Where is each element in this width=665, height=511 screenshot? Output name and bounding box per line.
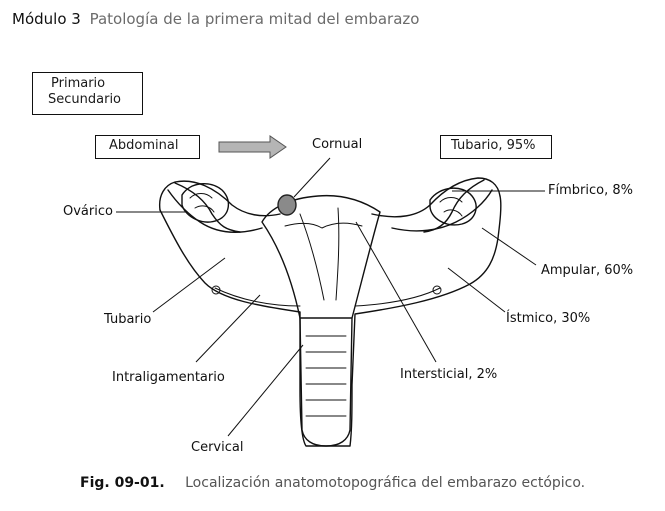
leader-intraligamentario xyxy=(196,295,260,362)
label-cervical: Cervical xyxy=(191,440,243,455)
abdominal-label: Abdominal xyxy=(109,138,178,153)
right-ovary xyxy=(430,188,476,225)
leader-tubario xyxy=(153,258,225,312)
direction-arrow xyxy=(219,136,286,158)
label-ovarico: Ovárico xyxy=(63,204,113,219)
label-fimbrico: Fímbrico, 8% xyxy=(548,183,633,198)
label-cornual: Cornual xyxy=(312,137,362,152)
label-tubario: Tubario xyxy=(104,312,151,327)
label-ampular: Ampular, 60% xyxy=(541,263,633,278)
figure-caption-text: Localización anatomotopográfica del emba… xyxy=(185,475,585,491)
tubario-total-label: Tubario, 95% xyxy=(451,138,536,153)
leader-ampular xyxy=(482,228,536,265)
label-intraligamentario: Intraligamentario xyxy=(112,370,225,385)
leader-cervical xyxy=(228,345,303,436)
legend-secondary: Secundario xyxy=(48,92,142,108)
label-intersticial: Intersticial, 2% xyxy=(400,367,497,382)
tubario-total-box: Tubario, 95% xyxy=(440,135,552,159)
figure-caption: Fig. 09-01. Localización anatomotopográf… xyxy=(80,475,585,491)
anatomy-drawing xyxy=(160,178,501,446)
broad-ligament xyxy=(160,196,501,446)
figure-number: Fig. 09-01. xyxy=(80,475,165,491)
leader-lines xyxy=(116,158,545,436)
leader-cornual xyxy=(294,158,330,197)
left-tube xyxy=(160,181,280,216)
label-istmico: Ístmico, 30% xyxy=(506,311,590,326)
legend-box: Primario Secundario xyxy=(32,72,143,115)
cornual-marker xyxy=(278,195,296,215)
abdominal-box: Abdominal xyxy=(95,135,200,159)
right-tube xyxy=(372,178,500,217)
legend-primary: Primario xyxy=(51,76,142,92)
cervix xyxy=(300,318,352,446)
leader-intersticial xyxy=(356,222,436,362)
